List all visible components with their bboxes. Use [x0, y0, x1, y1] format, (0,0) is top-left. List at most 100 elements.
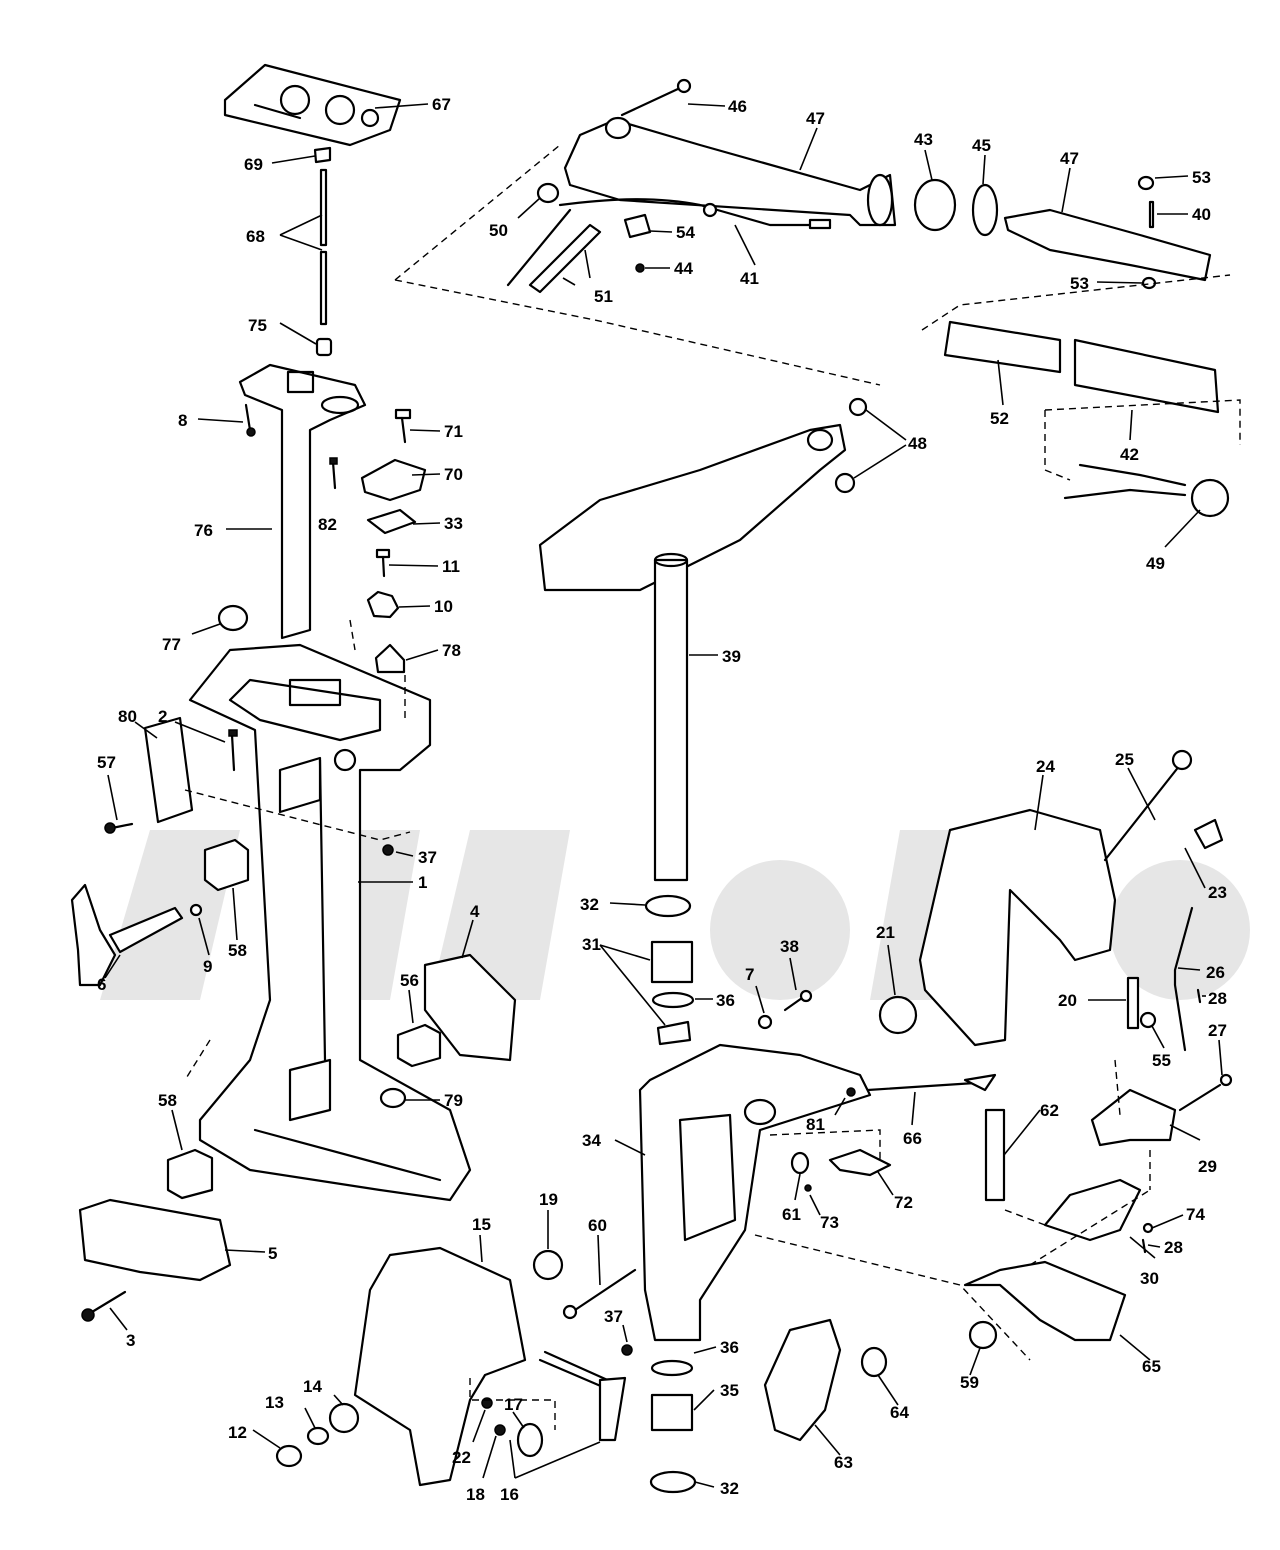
- callout-64: 64: [890, 1403, 909, 1422]
- callout-59: 59: [960, 1373, 979, 1392]
- callout-66: 66: [903, 1129, 922, 1148]
- callout-24: 24: [1036, 757, 1055, 776]
- part-54-plate: [623, 213, 652, 239]
- callout-57: 57: [97, 753, 116, 772]
- callout-72: 72: [894, 1193, 913, 1212]
- callout-14: 14: [303, 1377, 322, 1396]
- callout-41: 41: [740, 269, 759, 288]
- part-50-nut: [536, 182, 560, 204]
- part-63-lever: [763, 1318, 842, 1442]
- callout-39: 39: [722, 647, 741, 666]
- part-79-nut: [379, 1087, 407, 1109]
- part-53-pin-lower: [1141, 276, 1157, 290]
- part-48-washer-upper: [848, 397, 868, 417]
- callout-74: 74: [1186, 1205, 1205, 1224]
- part-61-bushing: [790, 1151, 810, 1175]
- part-42-grip-housing: [1073, 338, 1220, 414]
- part-71-screw: [394, 408, 412, 444]
- callout-16: 16: [500, 1485, 519, 1504]
- callout-19: 19: [539, 1190, 558, 1209]
- part-10-gear: [366, 590, 400, 619]
- callout-44: 44: [674, 259, 693, 278]
- part-70-cover: [360, 458, 427, 502]
- part-58-block-upper: [203, 838, 250, 892]
- part-56-block: [396, 1023, 442, 1068]
- part-12-nut: [275, 1444, 303, 1468]
- callout-46: 46: [728, 97, 747, 116]
- part-49-cable-knob: [1063, 463, 1230, 518]
- callout-82: 82: [318, 515, 337, 534]
- callout-28b: 28: [1164, 1238, 1183, 1257]
- part-2-screw: [228, 729, 238, 772]
- callout-70: 70: [444, 465, 463, 484]
- part-75-bushing: [315, 337, 333, 357]
- callout-63: 63: [834, 1453, 853, 1472]
- part-9-ball: [189, 903, 203, 917]
- part-28-pin-upper: [1196, 988, 1202, 1004]
- part-6-lever: [70, 883, 184, 987]
- callout-78: 78: [442, 641, 461, 660]
- part-48-washer-lower: [834, 472, 856, 494]
- callout-54: 54: [676, 223, 695, 242]
- callout-22: 22: [452, 1448, 471, 1467]
- callout-58a: 58: [228, 941, 247, 960]
- callout-1: 1: [418, 873, 427, 892]
- callout-13: 13: [265, 1393, 284, 1412]
- part-19-washer: [532, 1249, 564, 1281]
- callout-48: 48: [908, 434, 927, 453]
- part-73-pin: [804, 1184, 812, 1192]
- callout-68: 68: [246, 227, 265, 246]
- callout-58b: 58: [158, 1091, 177, 1110]
- callout-55: 55: [1152, 1051, 1171, 1070]
- part-11-screw: [375, 548, 391, 578]
- callout-51: 51: [594, 287, 613, 306]
- callout-25: 25: [1115, 750, 1134, 769]
- part-29-bracket: [1090, 1088, 1177, 1147]
- part-39-swivel-bracket: [538, 423, 847, 882]
- callout-40: 40: [1192, 205, 1211, 224]
- part-17-washer: [516, 1422, 544, 1458]
- callout-53b: 53: [1070, 274, 1089, 293]
- callout-61: 61: [782, 1205, 801, 1224]
- part-43-collar: [913, 178, 957, 232]
- part-66-rod: [866, 1073, 997, 1092]
- callout-numbers: 67 69 68 75 8 71 70 76 82 33 11 10 77 78…: [97, 95, 1227, 1504]
- callout-27: 27: [1208, 1021, 1227, 1040]
- part-82-screw: [329, 457, 338, 490]
- callout-45: 45: [972, 136, 991, 155]
- callout-11: 11: [442, 557, 460, 576]
- callout-47a: 47: [806, 109, 825, 128]
- part-20-spring: [1126, 976, 1140, 1030]
- callout-12: 12: [228, 1423, 247, 1442]
- part-46-bolt: [620, 78, 692, 117]
- callout-79: 79: [444, 1091, 463, 1110]
- callout-52: 52: [990, 409, 1009, 428]
- part-15-clamp: [353, 1246, 527, 1487]
- part-52-grip: [943, 320, 1062, 374]
- part-41-throttle-cable: [558, 198, 832, 230]
- callout-20: 20: [1058, 991, 1077, 1010]
- part-23-bracket: [1193, 818, 1224, 850]
- part-47-steering-handle: [563, 116, 897, 227]
- callout-2: 2: [158, 707, 167, 726]
- part-33-gasket: [366, 508, 417, 535]
- callout-3: 3: [126, 1331, 135, 1350]
- part-38-screw: [783, 989, 813, 1012]
- part-58-block-lower: [166, 1148, 214, 1200]
- callout-50: 50: [489, 221, 508, 240]
- part-13-washer: [306, 1426, 330, 1446]
- part-34-swivel-bracket: [638, 1043, 872, 1342]
- part-74-nut: [1142, 1222, 1154, 1234]
- part-45-ring: [971, 183, 999, 237]
- part-67-gasket: [223, 63, 402, 147]
- part-36-ring-lower: [650, 1359, 694, 1377]
- callout-35: 35: [720, 1381, 739, 1400]
- callout-75: 75: [248, 316, 267, 335]
- part-51-rods: [506, 208, 602, 294]
- part-57-screw: [104, 822, 134, 834]
- callout-29: 29: [1198, 1157, 1217, 1176]
- callout-8: 8: [178, 411, 187, 430]
- callout-6: 6: [97, 975, 106, 994]
- callout-76: 76: [194, 521, 213, 540]
